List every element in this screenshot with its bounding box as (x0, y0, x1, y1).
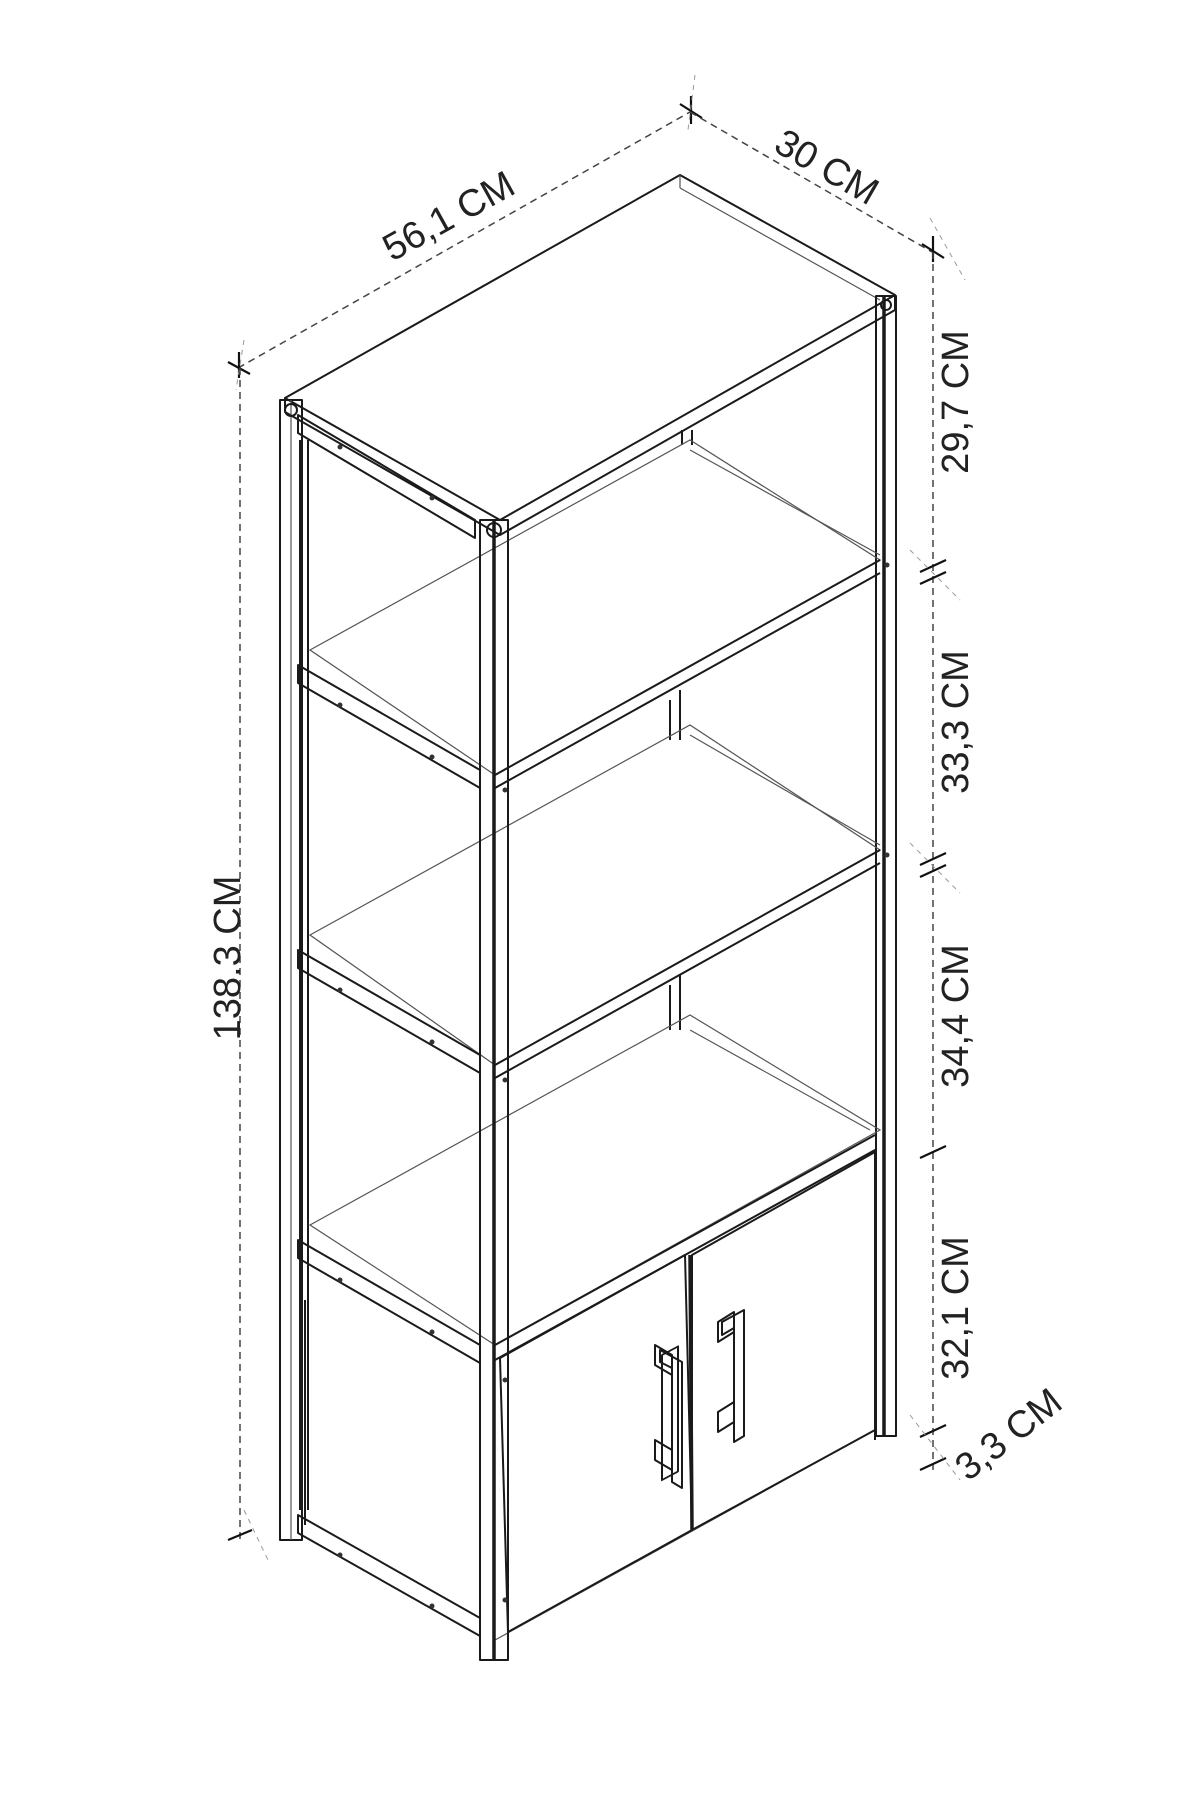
screw-holes (337, 444, 890, 1609)
height-total-label: 138.3 CM (207, 876, 249, 1041)
shelf-3-front-rail (297, 1239, 481, 1364)
shelf-2 (308, 724, 882, 1079)
depth-label: 30 CM (768, 121, 886, 213)
cabinet-left-door (499, 1254, 693, 1633)
cabinet-right-door (688, 1151, 876, 1531)
right-vertical-dimension-line (909, 252, 961, 1481)
back-right-inner-post (669, 430, 693, 1030)
rear-left-post (279, 399, 303, 1541)
back-left-inner-post (299, 440, 309, 1510)
shelf-top-label: 29,7 CM (935, 330, 977, 474)
height-dimension-line (227, 368, 269, 1561)
shelf-2-front-rail (297, 949, 481, 1074)
shelf-second-label: 33,3 CM (935, 650, 977, 794)
width-dimension-line (227, 74, 703, 391)
cabinet-label: 32,1 CM (935, 1236, 977, 1380)
width-label: 56,1 CM (376, 164, 522, 270)
right-door-handle (717, 1309, 745, 1443)
side-rails (297, 414, 476, 539)
shelf-third-label: 34,4 CM (935, 944, 977, 1088)
depth-dimension-line (689, 111, 966, 281)
top-panel (284, 174, 896, 536)
left-door-handle (654, 1344, 683, 1489)
shelf-3 (308, 1014, 882, 1346)
shelf-1 (308, 439, 882, 789)
base-label: 3,3 CM (948, 1381, 1070, 1490)
shelf-1-front-rail (297, 664, 481, 789)
front-left-post (479, 519, 509, 1661)
rear-right-post (875, 295, 897, 1437)
bottom-rail (297, 1514, 481, 1637)
